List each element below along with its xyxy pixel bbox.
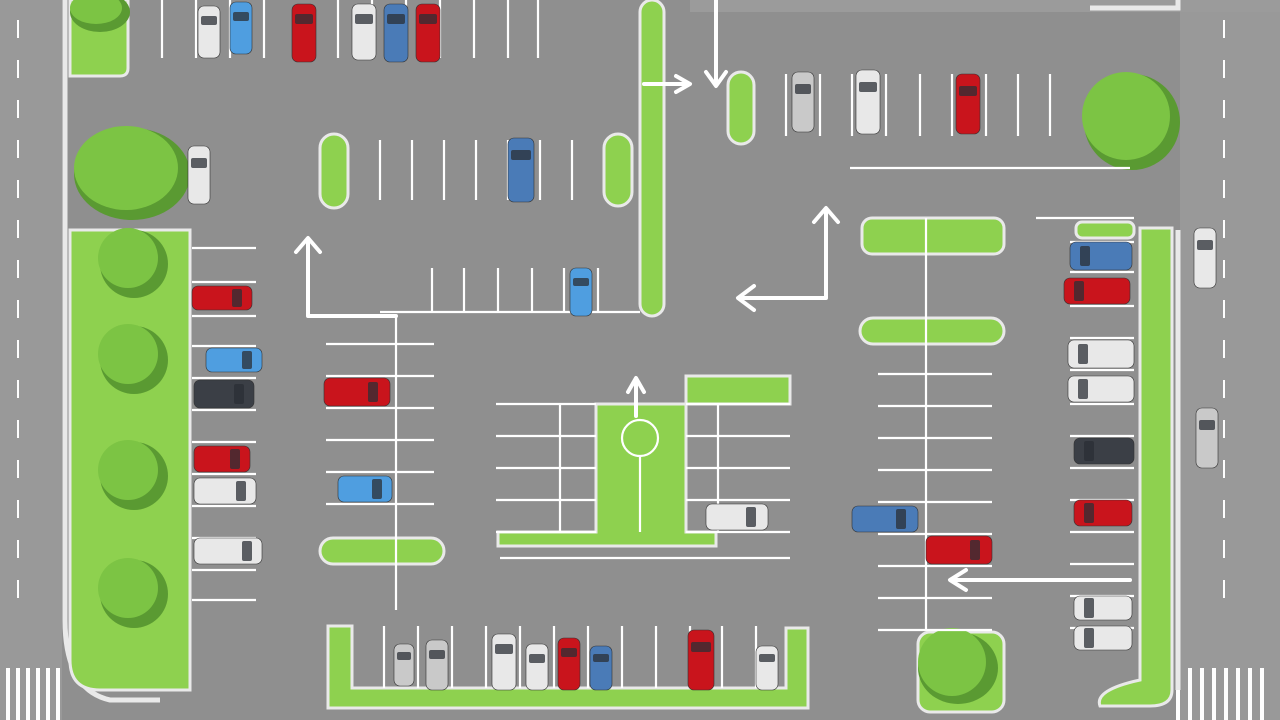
car-icon — [415, 3, 441, 63]
car-icon — [491, 633, 517, 691]
car-icon — [1073, 625, 1133, 651]
car-icon — [1193, 227, 1217, 289]
crosswalk-bottom-right — [1176, 668, 1264, 720]
grass-plaza-strip — [684, 374, 792, 406]
tree-icon — [98, 228, 168, 298]
grass-island-f — [318, 536, 446, 566]
car-icon — [1073, 437, 1135, 465]
car-icon — [193, 379, 255, 409]
road-left — [0, 0, 62, 720]
car-icon — [925, 535, 993, 565]
car-icon — [525, 643, 549, 691]
car-icon — [755, 645, 779, 691]
car-icon — [383, 3, 409, 63]
tree-icon — [70, 0, 130, 32]
grass-island-b — [602, 132, 634, 208]
car-icon — [557, 637, 581, 691]
car-icon — [425, 639, 449, 691]
car-icon — [1073, 595, 1133, 621]
car-icon — [589, 645, 613, 691]
car-icon — [851, 505, 919, 533]
grass-island-a — [318, 132, 350, 210]
car-icon — [1063, 277, 1131, 305]
car-icon — [1067, 375, 1135, 403]
car-icon — [1195, 407, 1219, 469]
tree-icon — [98, 440, 168, 510]
arrow-turn-icon — [294, 236, 398, 318]
car-icon — [569, 267, 593, 317]
tree-icon — [1082, 72, 1180, 170]
direction-arrows — [294, 0, 1132, 592]
parked-cars — [187, 1, 1219, 691]
arrow-down-icon — [704, 0, 728, 88]
car-icon — [855, 69, 881, 135]
tree-icon — [98, 324, 168, 394]
car-icon — [205, 347, 263, 373]
car-icon — [1069, 241, 1133, 271]
car-icon — [393, 643, 415, 687]
arrow-up-icon — [626, 376, 646, 418]
car-icon — [1073, 499, 1133, 527]
car-icon — [687, 629, 715, 691]
arrow-left-icon — [948, 568, 1132, 592]
car-icon — [791, 71, 815, 133]
arrow-turn-icon — [736, 206, 840, 312]
grass-right-top — [1074, 220, 1136, 240]
car-icon — [507, 137, 535, 203]
grass-island-e — [858, 316, 1006, 346]
car-icon — [291, 3, 317, 63]
trees — [70, 0, 1180, 704]
grass-island-d — [860, 216, 1006, 256]
car-icon — [229, 1, 253, 55]
grass-island-c — [726, 70, 756, 146]
car-icon — [193, 445, 251, 473]
car-icon — [191, 285, 253, 311]
car-icon — [337, 475, 393, 503]
grass-median-vertical — [638, 0, 666, 318]
car-icon — [351, 3, 377, 61]
car-icon — [955, 73, 981, 135]
road-top-right — [690, 0, 1280, 12]
car-icon — [705, 503, 769, 531]
car-icon — [187, 145, 211, 205]
car-icon — [1067, 339, 1135, 369]
tree-icon — [918, 628, 998, 704]
car-icon — [323, 377, 391, 407]
car-icon — [197, 5, 221, 59]
tree-icon — [74, 126, 190, 220]
crosswalk-bottom-left — [6, 668, 60, 720]
car-icon — [193, 537, 263, 565]
arrow-right-icon — [642, 74, 692, 94]
lane-markings — [17, 20, 1225, 600]
grass-bottom-u — [326, 624, 810, 710]
tree-icon — [98, 558, 168, 628]
road-right — [1180, 0, 1280, 720]
grass-right-strip — [1097, 226, 1174, 708]
car-icon — [193, 477, 257, 505]
